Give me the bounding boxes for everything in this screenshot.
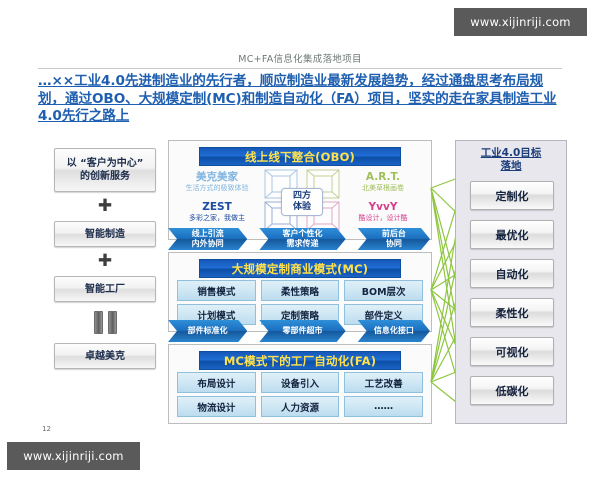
brand-yvvy: YvvY 酷设计，设计酷 — [341, 201, 425, 223]
watermark-top: www.xijinriji.com — [454, 8, 587, 36]
brand-name: A.R.T. — [365, 171, 401, 183]
plus-icon-1: ✚ — [97, 196, 113, 216]
chevron-part-standardization: 部件标准化 — [168, 320, 247, 342]
panel-fa-tiles: 布局设计 设备引入 工艺改善 物流设计 人力资源 …… — [177, 372, 423, 417]
brand-tagline: 生活方式的极致体验 — [185, 184, 249, 192]
tile-fa-0[interactable]: 布局设计 — [177, 372, 256, 393]
right-column-goals: 工业4.0目标 落地 定制化 最优化 自动化 柔性化 可视化 低碳化 — [455, 140, 567, 424]
goal-optimization[interactable]: 最优化 — [470, 220, 554, 249]
equals-bar-right — [107, 311, 117, 334]
center-label-sifang-tiyan: 四方 体验 — [281, 188, 323, 216]
tile-fa-3[interactable]: 物流设计 — [177, 396, 256, 417]
panel-obo: 线上线下整合(OBO) 美克美家 生活方式的极致体验 A.R.T. 北美草根画卷… — [168, 140, 432, 240]
right-column-list: 定制化 最优化 自动化 柔性化 可视化 低碳化 — [470, 181, 554, 415]
tile-mc-0[interactable]: 销售模式 — [177, 280, 256, 301]
brand-tagline: 酷设计，设计酷 — [358, 214, 408, 222]
slide-subtitle: MC+FA信息化集成落地项目 — [238, 54, 362, 65]
left-item-label: 以 “客户为中心” 的创新服务 — [66, 158, 144, 182]
plus-icon-2: ✚ — [97, 251, 113, 271]
chevron-online-traffic: 线上引流 内外协同 — [168, 228, 247, 250]
tile-mc-2[interactable]: BOM层次 — [344, 280, 423, 301]
brand-zest: ZEST 多彩之家，我做主 — [175, 201, 259, 223]
chevron-it-interface: 信息化接口 — [358, 320, 430, 342]
equals-bar-left — [93, 311, 103, 334]
goal-automation[interactable]: 自动化 — [470, 259, 554, 288]
chevron-front-back-sync: 前后台 协同 — [358, 228, 430, 250]
left-column: 以 “客户为中心” 的创新服务 ✚ 智能制造 ✚ 智能工厂 卓越美克 — [46, 148, 164, 369]
panel-mc-title: 大规模定制商业模式(MC) — [199, 259, 401, 278]
brand-art: A.R.T. 北美草根画卷 — [341, 171, 425, 193]
left-item-label: 卓越美克 — [85, 350, 125, 362]
goal-visualization[interactable]: 可视化 — [470, 337, 554, 366]
chevron-parts-supermarket: 零部件超市 — [259, 320, 345, 342]
chevron-row-mc-to-fa: 部件标准化 零部件超市 信息化接口 — [168, 320, 430, 342]
brand-tagline: 多彩之家，我做主 — [189, 214, 245, 222]
brand-name: YvvY — [368, 201, 398, 213]
brand-name: ZEST — [202, 201, 232, 213]
panel-obo-title: 线上线下整合(OBO) — [199, 147, 401, 166]
goal-low-carbon[interactable]: 低碳化 — [470, 376, 554, 405]
left-item-label: 智能制造 — [85, 228, 125, 240]
equals-icon — [46, 311, 164, 334]
goal-customization[interactable]: 定制化 — [470, 181, 554, 210]
chevron-customer-needs: 客户个性化 需求传递 — [259, 228, 345, 250]
panel-mc: 大规模定制商业模式(MC) 销售模式 柔性策略 BOM层次 计划模式 定制策略 … — [168, 252, 432, 332]
left-item-smart-factory[interactable]: 智能工厂 — [54, 276, 156, 302]
chevron-row-obo-to-mc: 线上引流 内外协同 客户个性化 需求传递 前后台 协同 — [168, 228, 430, 250]
brand-meikemeijia: 美克美家 生活方式的极致体验 — [175, 171, 259, 193]
page-number: 12 — [42, 425, 51, 433]
header-divider — [38, 68, 562, 69]
goal-flexibility[interactable]: 柔性化 — [470, 298, 554, 327]
left-item-excellent-markor[interactable]: 卓越美克 — [54, 343, 156, 369]
brand-tagline: 北美草根画卷 — [362, 184, 404, 192]
tile-fa-4[interactable]: 人力资源 — [260, 396, 340, 417]
tile-fa-5[interactable]: …… — [344, 396, 423, 417]
tile-fa-1[interactable]: 设备引入 — [260, 372, 340, 393]
left-item-smart-manufacturing[interactable]: 智能制造 — [54, 221, 156, 247]
panel-fa-title: MC模式下的工厂自动化(FA) — [199, 351, 401, 370]
brand-name: 美克美家 — [196, 171, 238, 183]
tile-mc-1[interactable]: 柔性策略 — [260, 280, 340, 301]
watermark-bottom: www.xijinriji.com — [7, 442, 140, 470]
page-title: …××工业4.0先进制造业的先行者，顺应制造业最新发展趋势，经过通盘思考布局规划… — [38, 73, 557, 124]
left-item-label: 智能工厂 — [85, 283, 125, 295]
panel-fa: MC模式下的工厂自动化(FA) 布局设计 设备引入 工艺改善 物流设计 人力资源… — [168, 344, 432, 424]
left-item-customer-centric[interactable]: 以 “客户为中心” 的创新服务 — [54, 148, 156, 192]
panel-mc-tiles: 销售模式 柔性策略 BOM层次 计划模式 定制策略 部件定义 — [177, 280, 423, 325]
tile-fa-2[interactable]: 工艺改善 — [344, 372, 423, 393]
right-column-title: 工业4.0目标 落地 — [480, 147, 542, 172]
